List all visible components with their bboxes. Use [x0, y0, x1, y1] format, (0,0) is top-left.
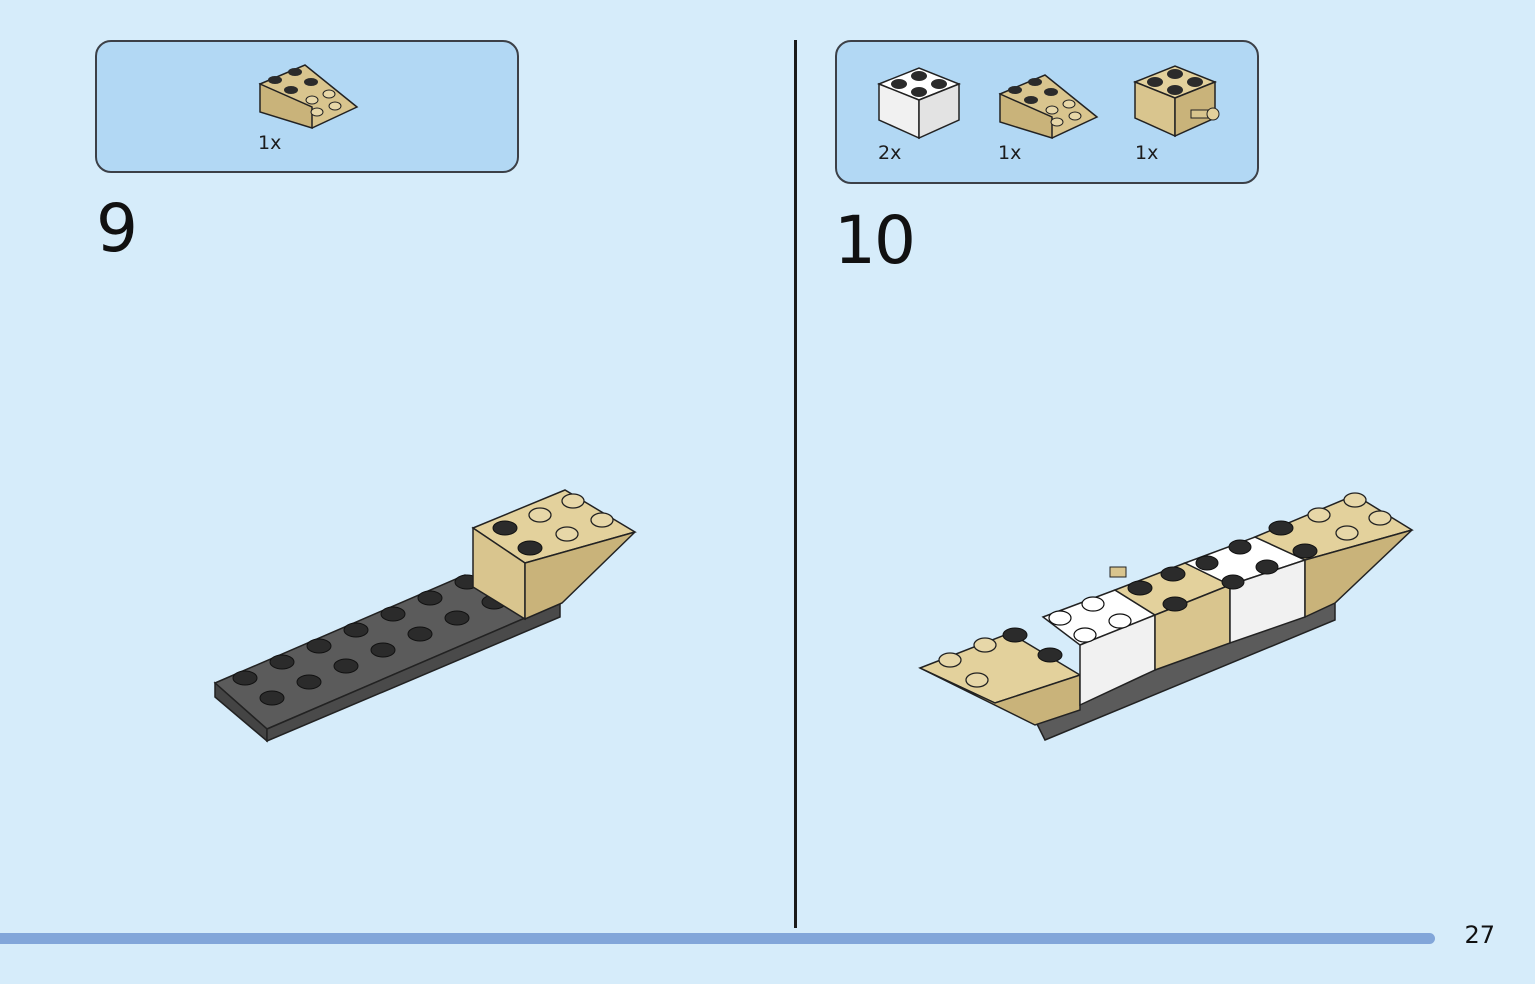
- page-divider: [794, 40, 797, 928]
- part-quantity: 1x: [1135, 142, 1159, 164]
- parts-callout-step-10: 2x 1x 1x: [835, 40, 1259, 184]
- tan-inverted-slope-2x2-icon: [998, 74, 1099, 140]
- part-quantity: 1x: [258, 132, 282, 154]
- part-quantity: 1x: [998, 142, 1022, 164]
- step-number-10: 10: [834, 202, 916, 279]
- step-9-model-illustration: [213, 489, 637, 743]
- step-number-9: 9: [96, 190, 138, 267]
- parts-callout-step-9: 1x: [95, 40, 519, 173]
- tan-inverted-slope-2x2-icon: [258, 64, 359, 130]
- part-quantity: 2x: [878, 142, 902, 164]
- tan-brick-2x2-with-pin-icon: [1133, 65, 1220, 138]
- white-brick-2x2-icon: [877, 67, 962, 140]
- progress-bar: [0, 933, 1435, 944]
- step-10-model-illustration: [918, 492, 1414, 741]
- page-number: 27: [1464, 921, 1495, 949]
